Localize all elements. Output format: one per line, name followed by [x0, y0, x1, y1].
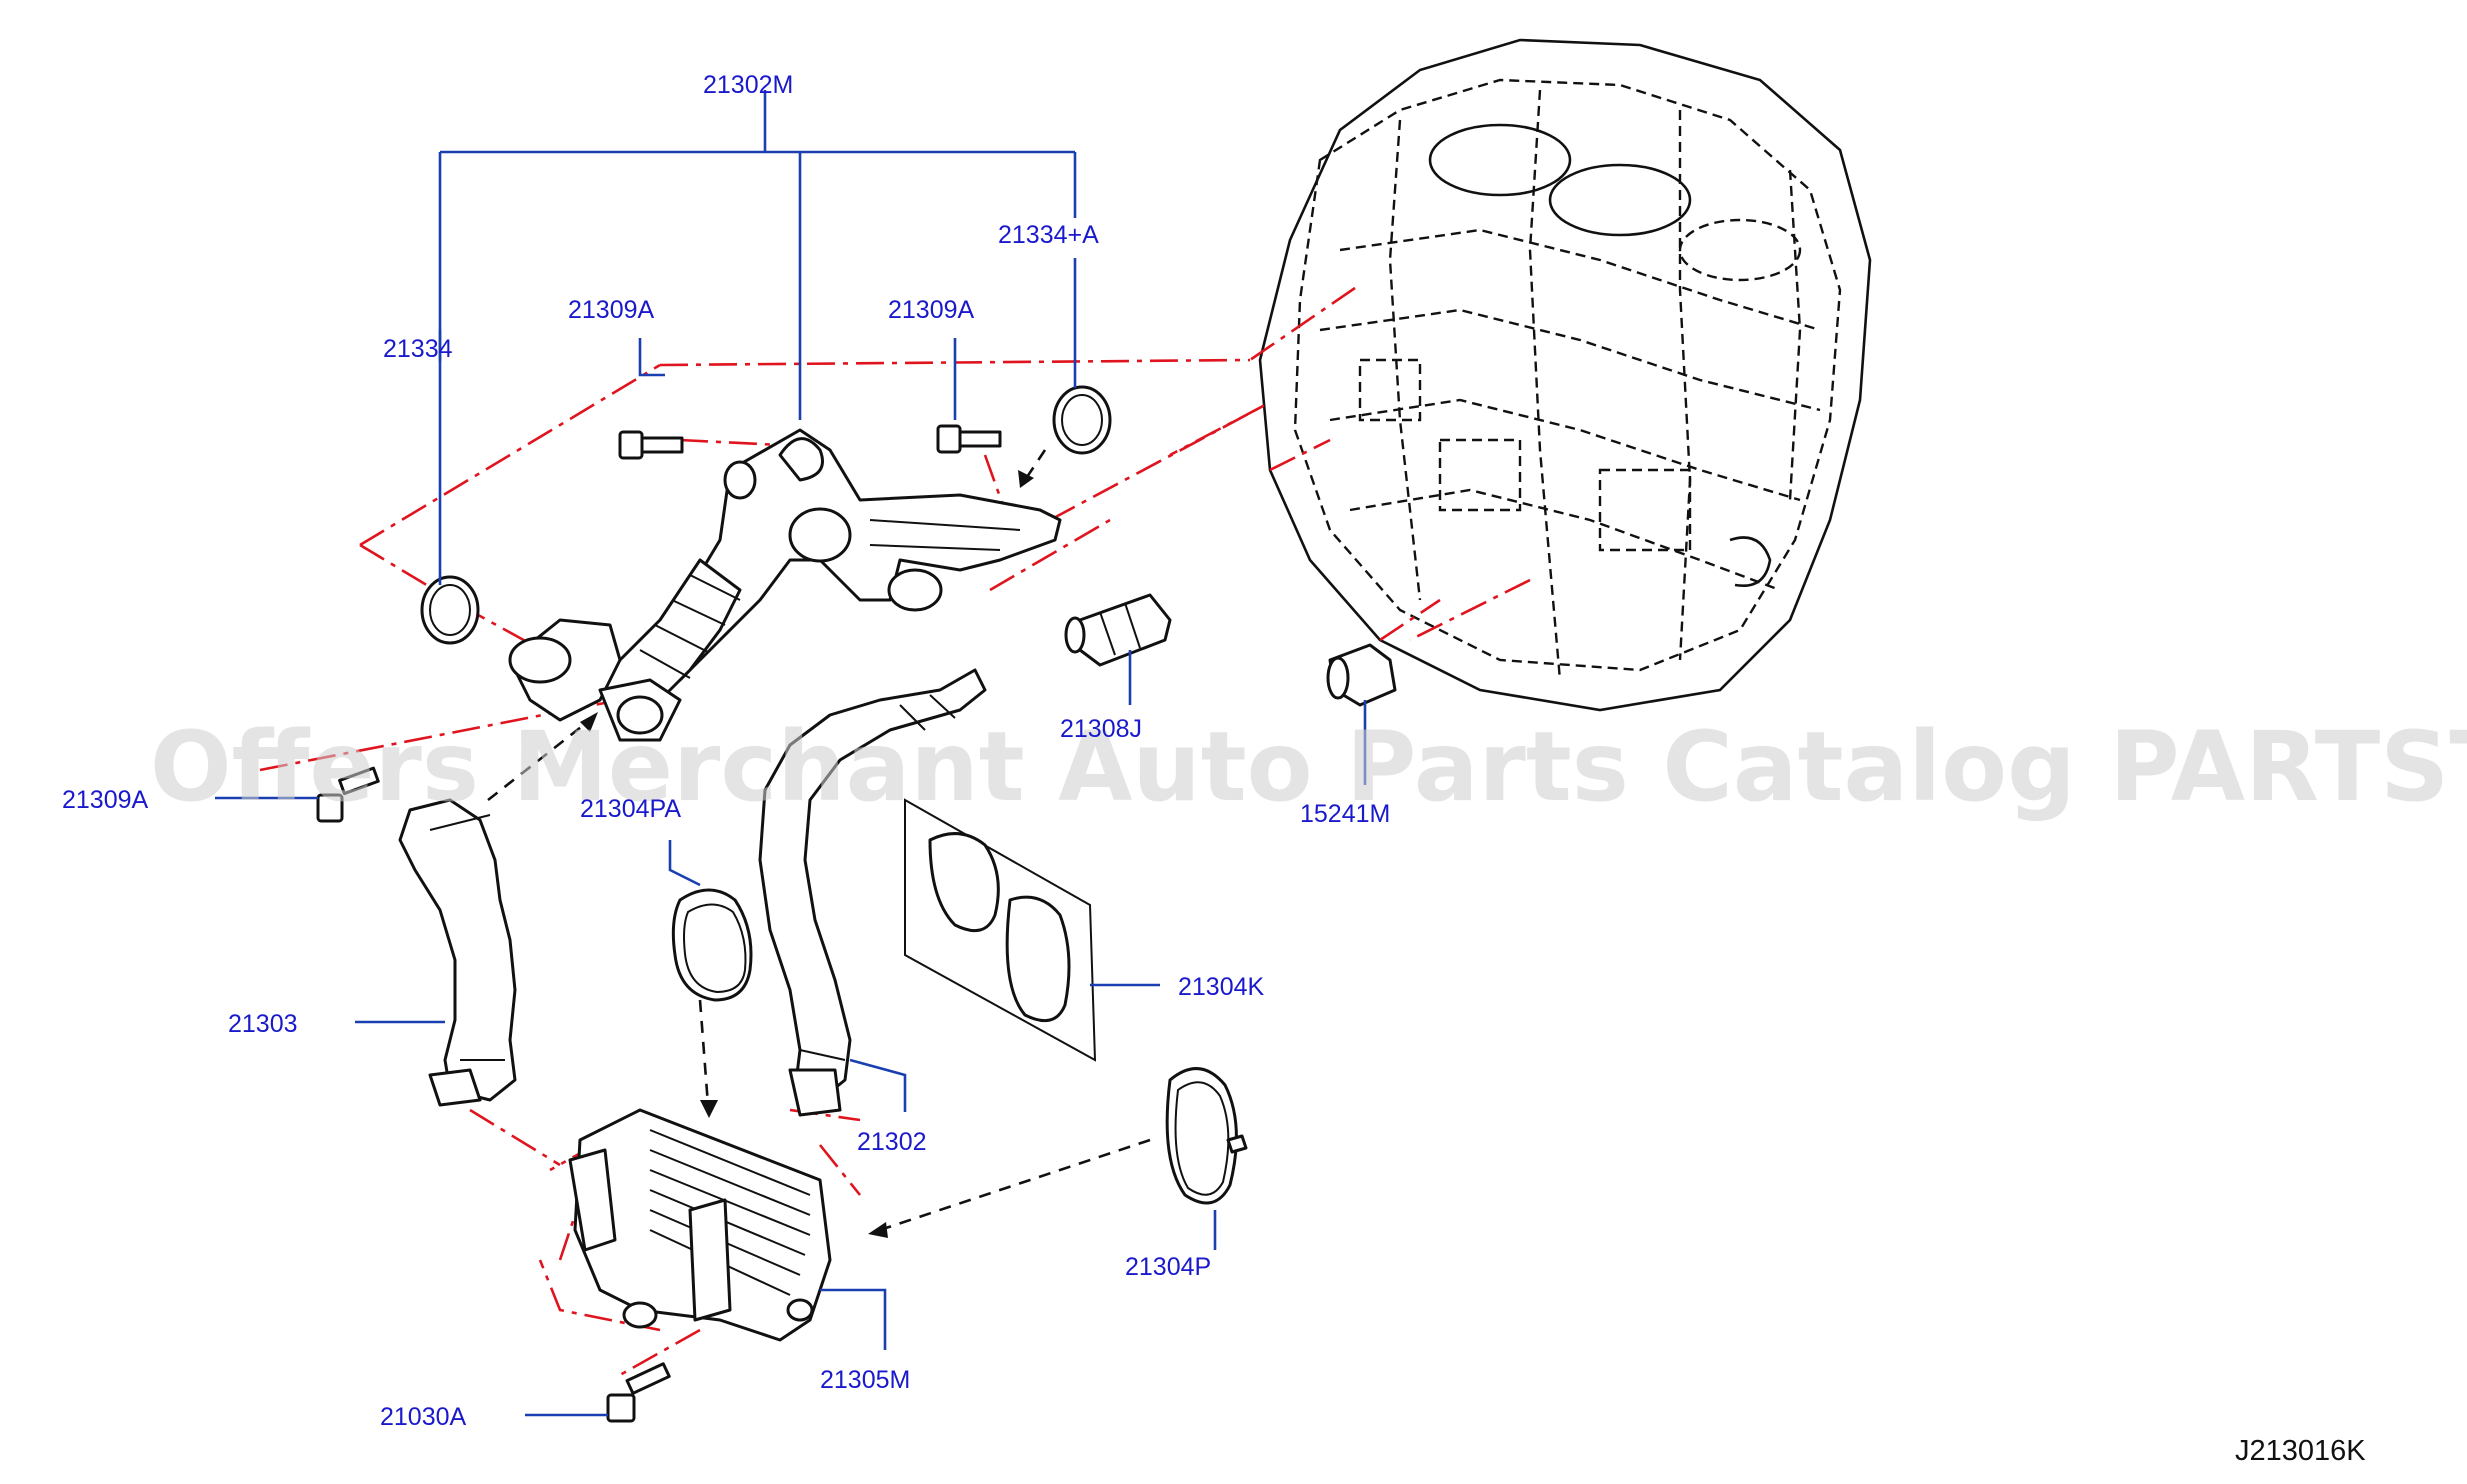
gasket-21304pa [671, 888, 753, 1002]
gasket-21304p [1165, 1067, 1248, 1205]
label-21302m[interactable]: 21302M [703, 71, 793, 99]
label-21308j[interactable]: 21308J [1060, 715, 1142, 743]
bolt-21030a [606, 1362, 671, 1423]
part-labels: 21302M 21334+A 21334 21309A 21309A 21308… [62, 71, 1390, 1431]
label-21309a-low[interactable]: 21309A [62, 786, 149, 814]
diagram-code: J213016K [2235, 1435, 2366, 1467]
assembly-arrows [487, 449, 1151, 1238]
label-21309a-left[interactable]: 21309A [568, 296, 655, 324]
oil-cooler-21305m [568, 1108, 832, 1342]
label-21305m[interactable]: 21305M [820, 1366, 910, 1394]
thermostat-housing [508, 618, 682, 742]
label-15241m[interactable]: 15241M [1300, 800, 1390, 828]
label-21302[interactable]: 21302 [857, 1128, 927, 1156]
leader-lines [215, 90, 1367, 1417]
watermark: Offers Merchant Auto Parts Catalog PARTS… [150, 711, 2467, 823]
engine-block [1258, 38, 1872, 712]
label-21304p[interactable]: 21304P [1125, 1253, 1211, 1281]
label-21030a[interactable]: 21030A [380, 1403, 467, 1431]
label-21334-a[interactable]: 21334+A [998, 221, 1099, 249]
bolt-21309a-mid [936, 424, 1002, 454]
sensor-15241m [1326, 643, 1397, 707]
water-outlet-assembly [598, 428, 1062, 702]
hose-21302 [758, 668, 987, 1117]
connector-21308j [1064, 593, 1172, 667]
label-21334[interactable]: 21334 [383, 335, 453, 363]
hose-21303 [398, 798, 517, 1107]
bolt-21309a-low [316, 766, 380, 823]
bolt-21309a-left [618, 430, 684, 460]
label-21304k[interactable]: 21304K [1178, 973, 1265, 1001]
label-21304pa[interactable]: 21304PA [580, 795, 681, 823]
gasket-set-21304k [904, 798, 1097, 1062]
label-21309a-mid[interactable]: 21309A [888, 296, 975, 324]
label-21303[interactable]: 21303 [228, 1010, 298, 1038]
